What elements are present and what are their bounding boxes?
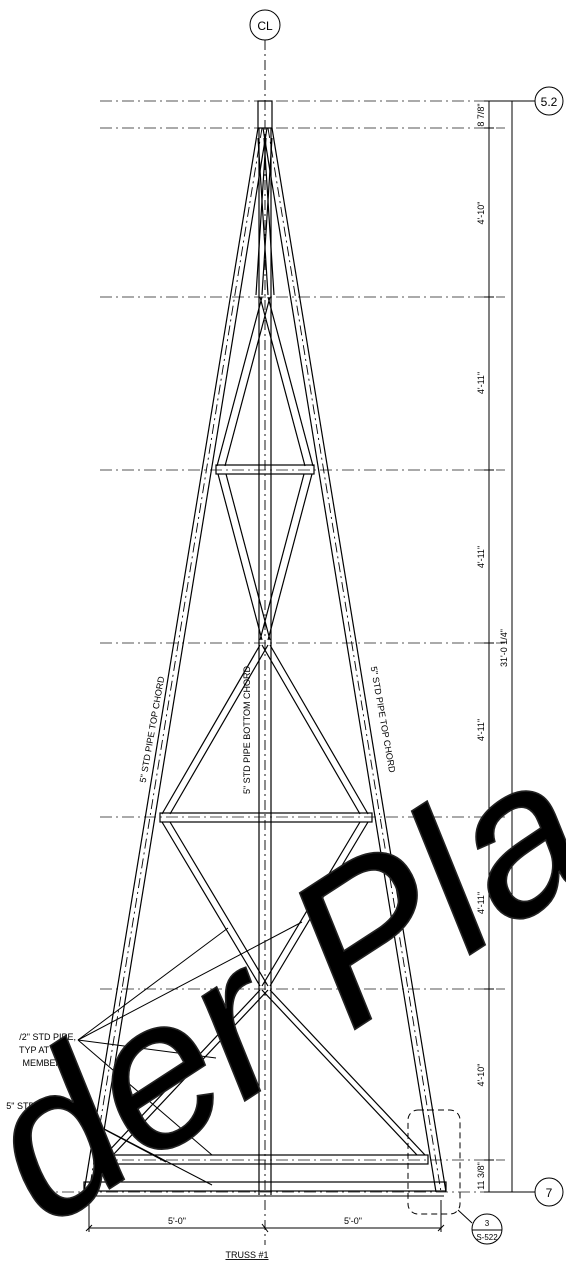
pipe-callout: 5" STD PIPE [6, 1101, 58, 1111]
web-callout-line3: MEMBERS [22, 1058, 68, 1068]
web-members [104, 137, 426, 1156]
grid-bubble-bottom [516, 1177, 564, 1207]
horizontal-dimension [85, 1200, 445, 1233]
dim-right-5-0: 5'-0" [344, 1216, 362, 1226]
bottom-chord-label: 5" STD PIPE BOTTOM CHORD [242, 665, 252, 794]
level-lines [40, 100, 505, 1193]
left-top-chord-label: 5" STD PIPE TOP CHORD [138, 675, 167, 783]
dim-4-10-bottom: 4'-10" [476, 1064, 486, 1087]
dim-11-3-8: 11 3/8" [476, 1162, 486, 1190]
dim-4-11-c: 4'-11" [476, 719, 486, 741]
web-callout-line1: /2" STD PIPE, [19, 1032, 76, 1042]
web-callout-line2: TYP AT WEB [19, 1045, 72, 1055]
centerline-tag: CL [257, 19, 273, 33]
right-top-chord [262, 127, 447, 1193]
horizontal-struts [83, 464, 447, 1197]
callout-leaders [59, 921, 303, 1186]
dim-4-10-top: 4'-10" [476, 202, 486, 225]
left-top-chord [83, 127, 268, 1193]
dim-overall: 31'-0 1/4" [499, 629, 509, 667]
grid-bubble-top [516, 86, 564, 116]
top-cap [257, 100, 273, 129]
right-top-chord-label: 5" STD PIPE TOP CHORD [369, 666, 398, 774]
vertical-dimensions [484, 100, 516, 1193]
detail-cloud [407, 1109, 461, 1215]
detail-bubble[interactable] [471, 1213, 503, 1245]
dim-4-11-d: 4'-11" [476, 892, 486, 914]
detail-sheet: S-522 [476, 1233, 498, 1242]
dim-left-5-0: 5'-0" [168, 1216, 186, 1226]
grid-bubble-top-label: 5.2 [541, 95, 558, 109]
dim-4-11-b: 4'-11" [476, 546, 486, 568]
drawing-title: TRUSS #1 [225, 1250, 268, 1260]
detail-number: 3 [485, 1219, 490, 1228]
grid-bubble-bottom-label: 7 [546, 1186, 553, 1200]
dim-4-11-a: 4'-11" [476, 372, 486, 394]
dim-8-7-8: 8 7/8" [476, 103, 486, 126]
